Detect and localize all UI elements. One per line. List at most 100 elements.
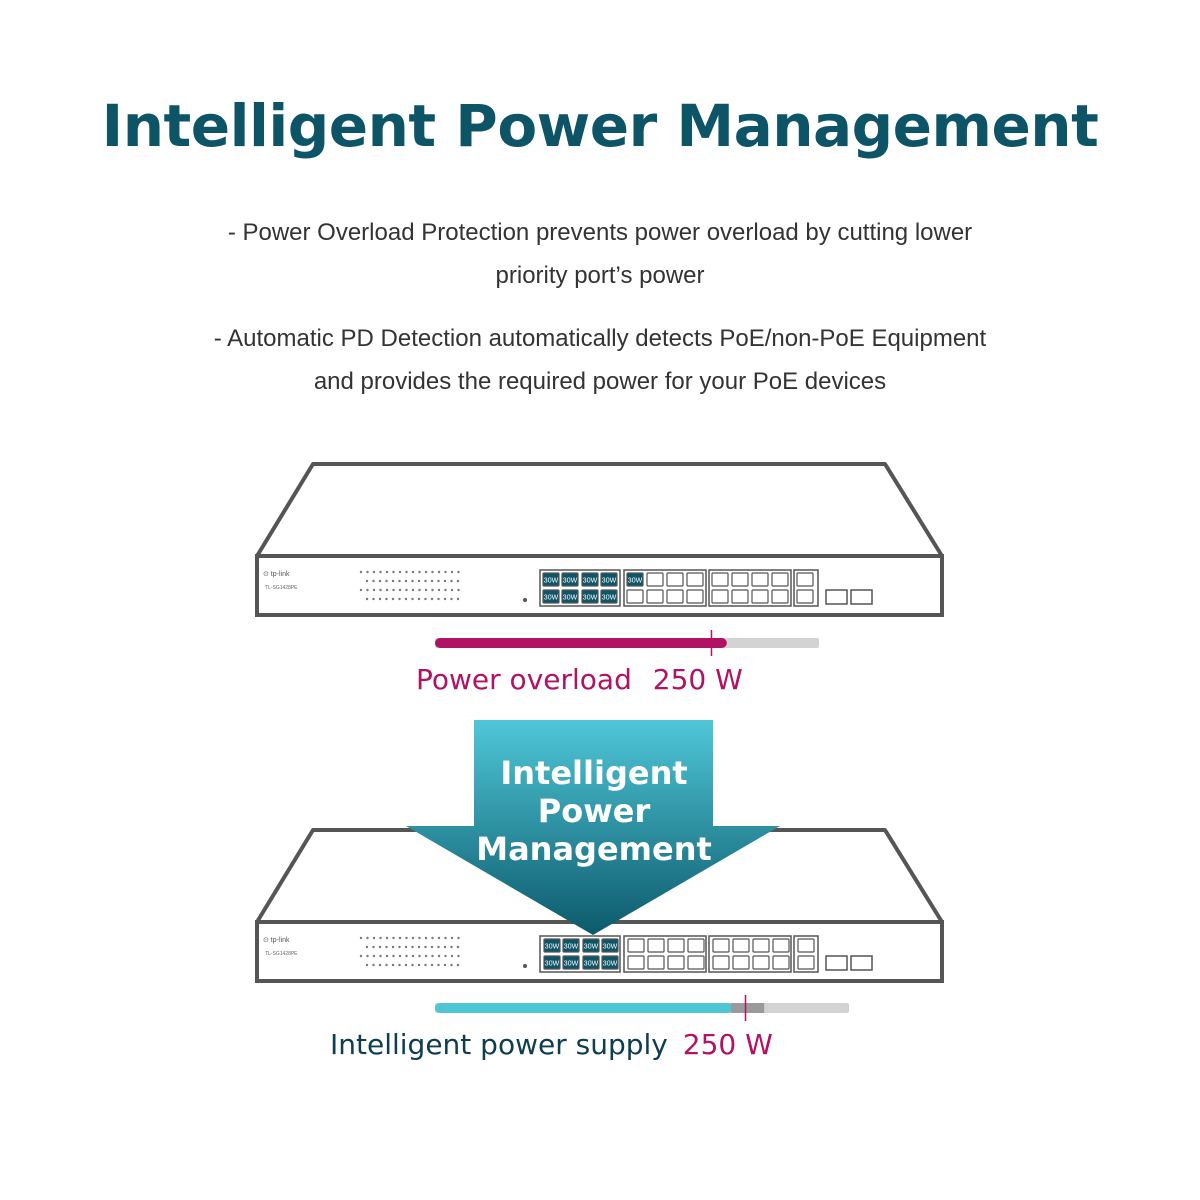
vent-hole xyxy=(391,597,395,601)
vent-hole xyxy=(424,936,428,940)
port-powered xyxy=(561,589,579,604)
vent-hole xyxy=(365,963,369,967)
supply-caption: Intelligent power supply 250 W xyxy=(330,1028,773,1061)
vent-hole xyxy=(372,936,376,940)
vent-hole xyxy=(450,597,453,601)
port xyxy=(666,572,684,587)
port-power-label: 30W xyxy=(545,944,560,951)
vent-hole xyxy=(359,936,363,940)
port xyxy=(646,589,664,604)
vent-hole xyxy=(450,954,454,958)
vent-hole xyxy=(417,579,421,583)
vent-hole xyxy=(450,963,453,967)
port xyxy=(647,955,665,970)
port xyxy=(772,938,790,953)
port-powered xyxy=(601,955,619,970)
vent-hole xyxy=(417,963,421,967)
vent-hole xyxy=(456,597,460,601)
vent-hole xyxy=(392,954,395,958)
port-powered xyxy=(600,589,618,604)
port-group xyxy=(539,569,621,607)
port-group xyxy=(793,935,819,973)
vent-hole xyxy=(424,579,427,583)
vent-hole xyxy=(372,588,376,592)
vent-hole xyxy=(424,588,428,592)
vent-hole xyxy=(437,945,440,949)
vent-hole xyxy=(398,936,402,940)
port xyxy=(796,572,814,587)
vent-hole xyxy=(431,954,434,958)
vent-hole xyxy=(404,945,408,949)
port xyxy=(666,589,684,604)
vent-hole xyxy=(424,597,427,601)
port-powered xyxy=(543,955,561,970)
port-powered xyxy=(562,955,580,970)
port-powered xyxy=(542,572,560,587)
arrow-text-line: Management xyxy=(476,830,712,868)
vent-hole xyxy=(379,954,382,958)
vent-hole xyxy=(430,963,434,967)
sfp-port xyxy=(825,955,848,971)
port xyxy=(712,938,730,953)
overload-caption: Power overload 250 W xyxy=(416,663,743,696)
vent-hole xyxy=(398,945,401,949)
port-group xyxy=(539,935,621,973)
port xyxy=(687,938,705,953)
vent-hole xyxy=(404,579,408,583)
vent-hole xyxy=(398,570,402,574)
vent-hole xyxy=(411,963,414,967)
vent-hole xyxy=(450,579,453,583)
vent-hole xyxy=(366,954,369,958)
port xyxy=(751,572,769,587)
vent-hole xyxy=(457,936,460,940)
port-powered xyxy=(601,938,619,953)
port-power-label: 30W xyxy=(564,961,579,968)
supply-bar-fill xyxy=(435,1003,734,1013)
vent-hole xyxy=(392,570,395,574)
vent-hole xyxy=(437,588,441,592)
vent-hole xyxy=(391,963,395,967)
vent-hole xyxy=(385,579,388,583)
vent-hole xyxy=(372,963,375,967)
vent-hole xyxy=(378,597,382,601)
vent-hole xyxy=(398,963,401,967)
port-power-label: 30W xyxy=(584,944,599,951)
vent-hole xyxy=(404,963,408,967)
vent-hole xyxy=(411,954,415,958)
vent-hole xyxy=(443,963,447,967)
vent-hole xyxy=(411,588,415,592)
vent-hole xyxy=(437,597,440,601)
feature-line: - Automatic PD Detection automatically d… xyxy=(213,325,987,352)
vent-hole xyxy=(385,954,389,958)
vent-hole xyxy=(430,945,434,949)
vent-hole xyxy=(431,936,434,940)
port xyxy=(732,938,750,953)
vent-hole xyxy=(391,579,395,583)
port xyxy=(686,572,704,587)
vent-hole xyxy=(404,597,408,601)
vent-hole xyxy=(366,936,369,940)
vent-hole xyxy=(365,597,369,601)
vent-hole xyxy=(365,579,369,583)
port xyxy=(627,938,645,953)
port-power-label: 30W xyxy=(583,595,598,602)
vent-hole xyxy=(444,588,447,592)
vent-hole xyxy=(450,936,454,940)
brand-logo: ⊙ tp-link xyxy=(263,937,290,944)
overload-bar-fill xyxy=(435,638,727,648)
port-group xyxy=(708,569,792,607)
port-power-label: 30W xyxy=(584,961,599,968)
vent-hole xyxy=(378,945,382,949)
port xyxy=(752,938,770,953)
port xyxy=(646,572,664,587)
port xyxy=(626,589,644,604)
port-powered xyxy=(626,572,644,587)
vent-hole xyxy=(405,570,408,574)
vent-hole xyxy=(372,945,375,949)
port xyxy=(712,955,730,970)
vent-hole xyxy=(431,570,434,574)
vent-hole xyxy=(405,954,408,958)
port xyxy=(711,572,729,587)
port-powered xyxy=(581,589,599,604)
supply-bar xyxy=(435,995,849,1021)
